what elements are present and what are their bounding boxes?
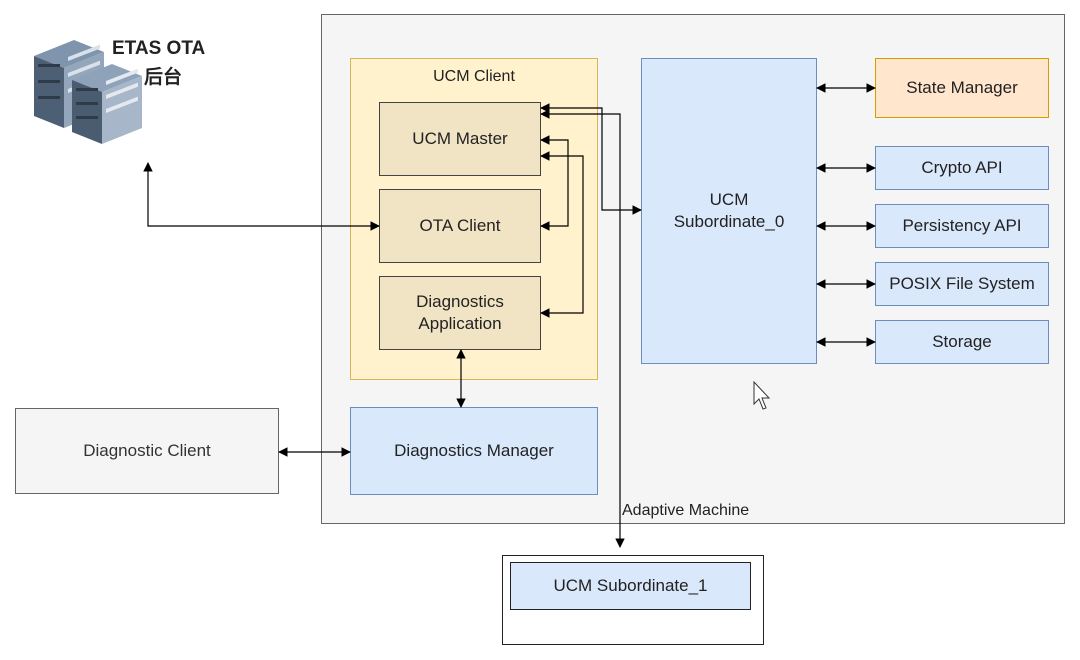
ucm-client-label: UCM Client: [433, 68, 515, 85]
adaptive-machine-label: Adaptive Machine: [622, 502, 750, 519]
storage-box: Storage: [875, 320, 1049, 364]
diagnostic-client-box: Diagnostic Client: [15, 408, 279, 494]
diagnostics-manager-box: Diagnostics Manager: [350, 407, 598, 495]
ucm-subordinate-0-box: UCM Subordinate_0: [641, 58, 817, 364]
ucm-subordinate-1-box: UCM Subordinate_1: [510, 562, 751, 610]
state-manager-box: State Manager: [875, 58, 1049, 118]
ucm-master-box: UCM Master: [379, 102, 541, 176]
server-subtitle: 后台: [144, 67, 183, 88]
crypto-api-box: Crypto API: [875, 146, 1049, 190]
diagnostics-application-box: Diagnostics Application: [379, 276, 541, 350]
server-title: ETAS OTA: [112, 38, 206, 59]
ota-client-box: OTA Client: [379, 189, 541, 263]
server-rack-icon: [26, 30, 150, 148]
posix-file-system-box: POSIX File System: [875, 262, 1049, 306]
persistency-api-box: Persistency API: [875, 204, 1049, 248]
